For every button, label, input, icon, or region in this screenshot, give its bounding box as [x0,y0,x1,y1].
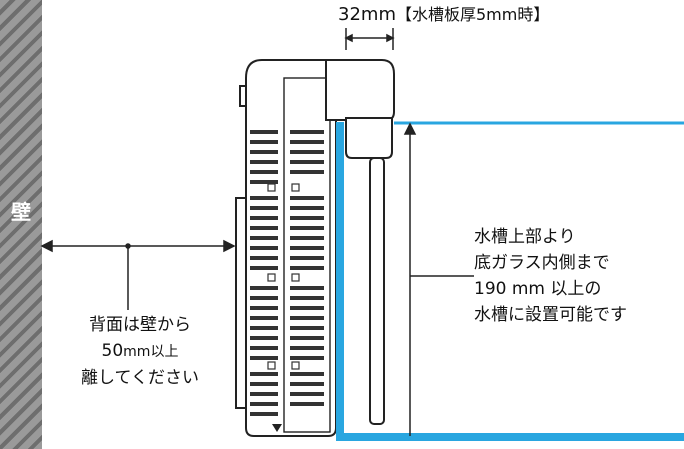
wall-clearance-line3: 離してください [81,368,199,388]
wall-clearance-line1: 背面は壁から [89,315,191,335]
filter-grille-left [250,130,278,416]
filter-down-arrow-icon [272,424,282,432]
top-dimension [344,28,395,50]
filter-top-knob [239,85,247,107]
top-dimension-unit: mm [360,4,396,25]
filter-intake-pipe [369,157,385,425]
tank-depth-line3: 190 mm 以上の [474,279,602,299]
wall-clearance-note: 背面は壁から 50mm以上 離してください [70,312,210,391]
top-dimension-value: 32 [338,4,361,25]
depth-dimension [403,122,474,436]
filter-grille-right [290,130,324,406]
wall-clearance-suffix: 以上 [150,344,179,360]
filter-inner-column [283,77,331,433]
tank-wall-and-bottom [336,122,684,441]
tank-depth-note: 水槽上部より 底ガラス内側まで 190 mm 以上の 水槽に設置可能です [474,224,627,328]
tank-depth-line4: 水槽に設置可能です [474,305,627,325]
wall-label: 壁 [11,200,31,224]
wall-clearance-unit: mm [123,344,151,360]
tank-depth-line2: 底ガラス内側まで [474,253,610,273]
wall-clearance-dimension [40,239,236,310]
wall-clearance-value: 50 [101,341,124,361]
tank [336,121,684,441]
filter-hang-cap [325,59,395,121]
top-dimension-note: 【水槽板厚5mm時】 [395,5,550,24]
wall: 壁 [0,0,42,449]
filter-outlet-block [345,117,393,159]
filter-markers [267,183,300,370]
tank-depth-line1: 水槽上部より [474,227,576,247]
top-dimension-label: 32mm【水槽板厚5mm時】 [338,2,549,28]
filter-side-panel [235,197,247,409]
wall-clearance-line2: 50mm以上 [70,338,210,365]
